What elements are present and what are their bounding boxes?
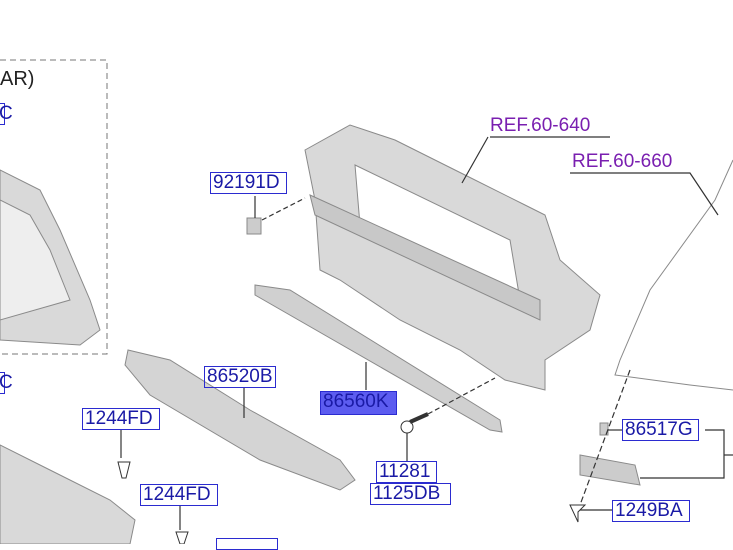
part-label-86560K[interactable]: 86560K [320, 391, 397, 415]
part-label-1249BA[interactable]: 1249BA [612, 500, 690, 522]
part-label-11281[interactable]: 11281 [376, 461, 437, 483]
part-label-1244FD-upper[interactable]: 1244FD [82, 408, 160, 430]
ref-60-660-link[interactable]: REF.60-660 [572, 151, 673, 172]
part-label-edge-bottom[interactable]: C [0, 372, 13, 394]
part-label-1125DB[interactable]: 1125DB [370, 483, 451, 505]
part-label-86517G[interactable]: 86517G [622, 419, 699, 441]
part-label-cutoff[interactable] [216, 538, 278, 550]
part-label-86520B[interactable]: 86520B [204, 366, 276, 388]
part-label-edge-top[interactable]: C [0, 103, 13, 125]
part-label-92191D[interactable]: 92191D [210, 172, 287, 194]
group-caption: AR) [0, 68, 35, 90]
part-label-1244FD-lower[interactable]: 1244FD [140, 484, 218, 506]
ref-60-640-link[interactable]: REF.60-640 [490, 115, 591, 136]
